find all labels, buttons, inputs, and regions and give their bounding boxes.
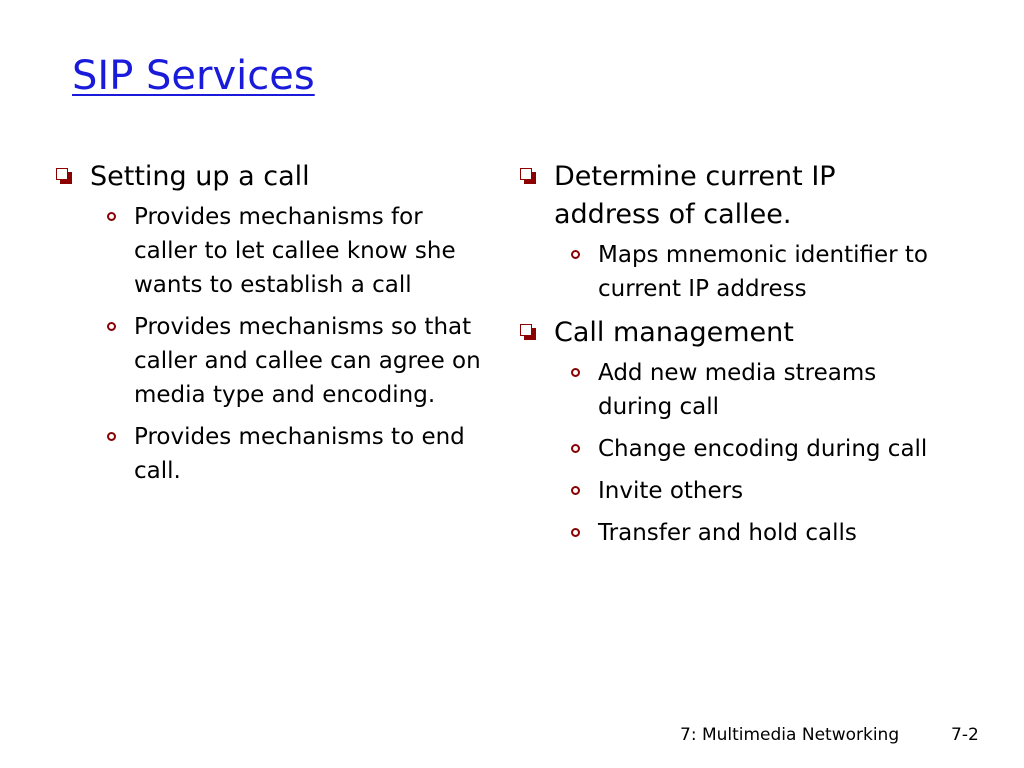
ring-bullet-icon — [571, 368, 580, 377]
bullet-text: Determine current IP address of callee. — [554, 161, 836, 230]
sub-bullet-text: Transfer and hold calls — [598, 520, 857, 546]
sub-bullet-text: Maps mnemonic identifier to current IP a… — [598, 242, 928, 302]
sub-bullet-item: Maps mnemonic identifier to current IP a… — [554, 238, 936, 306]
sub-bullet-text: Provides mechanisms so that caller and c… — [134, 314, 481, 408]
ring-bullet-icon — [107, 432, 116, 441]
sub-bullet-item: Change encoding during call — [554, 432, 936, 466]
sub-bullet-list: Maps mnemonic identifier to current IP a… — [554, 238, 936, 306]
bullet-setting-up-call: Setting up a call Provides mechanisms fo… — [52, 158, 482, 488]
square-bullet-icon — [56, 168, 72, 184]
left-bullet-list: Setting up a call Provides mechanisms fo… — [52, 158, 482, 488]
left-column: Setting up a call Provides mechanisms fo… — [52, 158, 482, 496]
sub-bullet-item: Transfer and hold calls — [554, 516, 936, 550]
ring-bullet-icon — [571, 528, 580, 537]
square-bullet-icon — [520, 324, 536, 340]
bullet-text: Setting up a call — [90, 161, 310, 192]
sub-bullet-item: Provides mechanisms so that caller and c… — [90, 310, 482, 412]
ring-bullet-icon — [571, 250, 580, 259]
sub-bullet-item: Add new media streams during call — [554, 356, 936, 424]
sub-bullet-text: Provides mechanisms to end call. — [134, 424, 465, 484]
footer-course-title: 7: Multimedia Networking — [680, 725, 900, 745]
bullet-determine-ip: Determine current IP address of callee. … — [516, 158, 936, 306]
ring-bullet-icon — [107, 212, 116, 221]
sub-bullet-text: Invite others — [598, 478, 744, 504]
sub-bullet-text: Provides mechanisms for caller to let ca… — [134, 204, 456, 298]
sub-bullet-item: Invite others — [554, 474, 936, 508]
ring-bullet-icon — [571, 444, 580, 453]
ring-bullet-icon — [107, 322, 116, 331]
right-bullet-list: Determine current IP address of callee. … — [516, 158, 936, 550]
ring-bullet-icon — [571, 486, 580, 495]
sub-bullet-item: Provides mechanisms for caller to let ca… — [90, 200, 482, 302]
slide-title: SIP Services — [72, 53, 315, 99]
bullet-text: Call management — [554, 317, 794, 348]
right-column: Determine current IP address of callee. … — [516, 158, 936, 558]
sub-bullet-list: Provides mechanisms for caller to let ca… — [90, 200, 482, 488]
square-bullet-icon — [520, 168, 536, 184]
sub-bullet-text: Add new media streams during call — [598, 360, 877, 420]
sub-bullet-item: Provides mechanisms to end call. — [90, 420, 482, 488]
sub-bullet-text: Change encoding during call — [598, 436, 928, 462]
bullet-call-management: Call management Add new media streams du… — [516, 314, 936, 550]
sub-bullet-list: Add new media streams during call Change… — [554, 356, 936, 550]
footer-page-number: 7-2 — [951, 725, 979, 745]
